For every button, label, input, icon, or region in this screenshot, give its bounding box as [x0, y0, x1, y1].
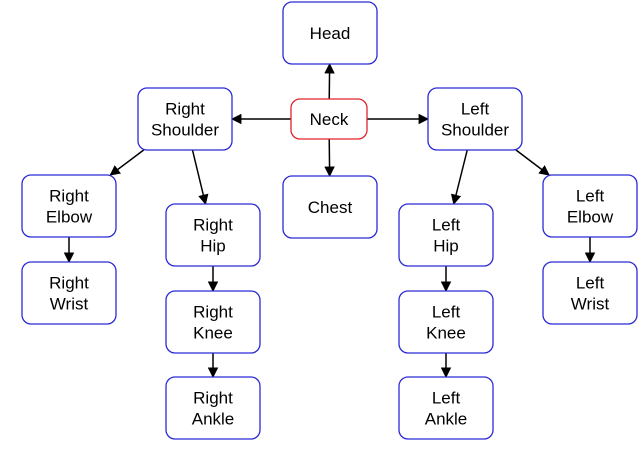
node-box-left-wrist [542, 261, 638, 325]
edges-layer [63, 62, 596, 379]
node-label-right-wrist-line-2: Wrist [50, 295, 89, 314]
node-label-left-knee-line-1: Left [432, 303, 461, 322]
node-box-right-shoulder [137, 87, 233, 151]
node-label-left-wrist-line-2: Wrist [571, 295, 610, 314]
node-label-right-knee-line-2: Knee [193, 324, 233, 343]
node-box-chest [282, 175, 378, 239]
node-label-left-ankle-line-2: Ankle [425, 410, 468, 429]
node-label-neck-line-1: Neck [310, 110, 349, 129]
node-box-left-shoulder [427, 87, 523, 151]
node-label-right-ankle-line-2: Ankle [192, 410, 235, 429]
node-label-left-wrist-line-1: Left [576, 274, 605, 293]
nodes-layer: HeadNeckChestRightShoulderLeftShoulderRi… [21, 1, 638, 440]
node-label-left-hip-line-1: Left [432, 216, 461, 235]
node-label-left-hip-line-2: Hip [433, 237, 459, 256]
node-label-left-ankle-line-1: Left [432, 389, 461, 408]
node-box-left-elbow [542, 174, 638, 238]
edge-left-shoulder-to-left-hip [450, 149, 468, 206]
node-label-right-elbow-line-2: Elbow [46, 208, 93, 227]
node-box-head [282, 1, 378, 65]
node-box-neck [290, 98, 368, 140]
node-label-left-shoulder-line-2: Shoulder [441, 121, 509, 140]
node-label-left-elbow-line-1: Left [576, 187, 605, 206]
node-head: Head [282, 1, 378, 65]
edge-left-shoulder-to-left-elbow [515, 149, 550, 176]
node-label-right-shoulder-line-2: Shoulder [151, 121, 219, 140]
node-box-right-knee [165, 290, 261, 354]
node-box-right-wrist [21, 261, 117, 325]
node-label-chest-line-1: Chest [308, 198, 353, 217]
node-chest: Chest [282, 175, 378, 239]
node-label-right-shoulder-line-1: Right [165, 100, 205, 119]
node-neck: Neck [290, 98, 368, 140]
node-label-head-line-1: Head [310, 24, 351, 43]
node-label-right-hip-line-2: Hip [200, 237, 226, 256]
node-label-left-knee-line-2: Knee [426, 324, 466, 343]
node-label-left-elbow-line-2: Elbow [567, 208, 614, 227]
node-label-right-wrist-line-1: Right [49, 274, 89, 293]
node-box-right-hip [165, 203, 261, 267]
node-box-right-elbow [21, 174, 117, 238]
edge-right-shoulder-to-right-hip [191, 149, 209, 206]
node-label-right-knee-line-1: Right [193, 303, 233, 322]
node-box-left-hip [398, 203, 494, 267]
node-label-right-ankle-line-1: Right [193, 389, 233, 408]
node-label-right-hip-line-1: Right [193, 216, 233, 235]
node-box-left-ankle [398, 376, 494, 440]
edge-right-shoulder-to-right-elbow [109, 149, 145, 176]
node-box-left-knee [398, 290, 494, 354]
node-box-right-ankle [165, 376, 261, 440]
node-label-left-shoulder-line-1: Left [461, 100, 490, 119]
node-label-right-elbow-line-1: Right [49, 187, 89, 206]
